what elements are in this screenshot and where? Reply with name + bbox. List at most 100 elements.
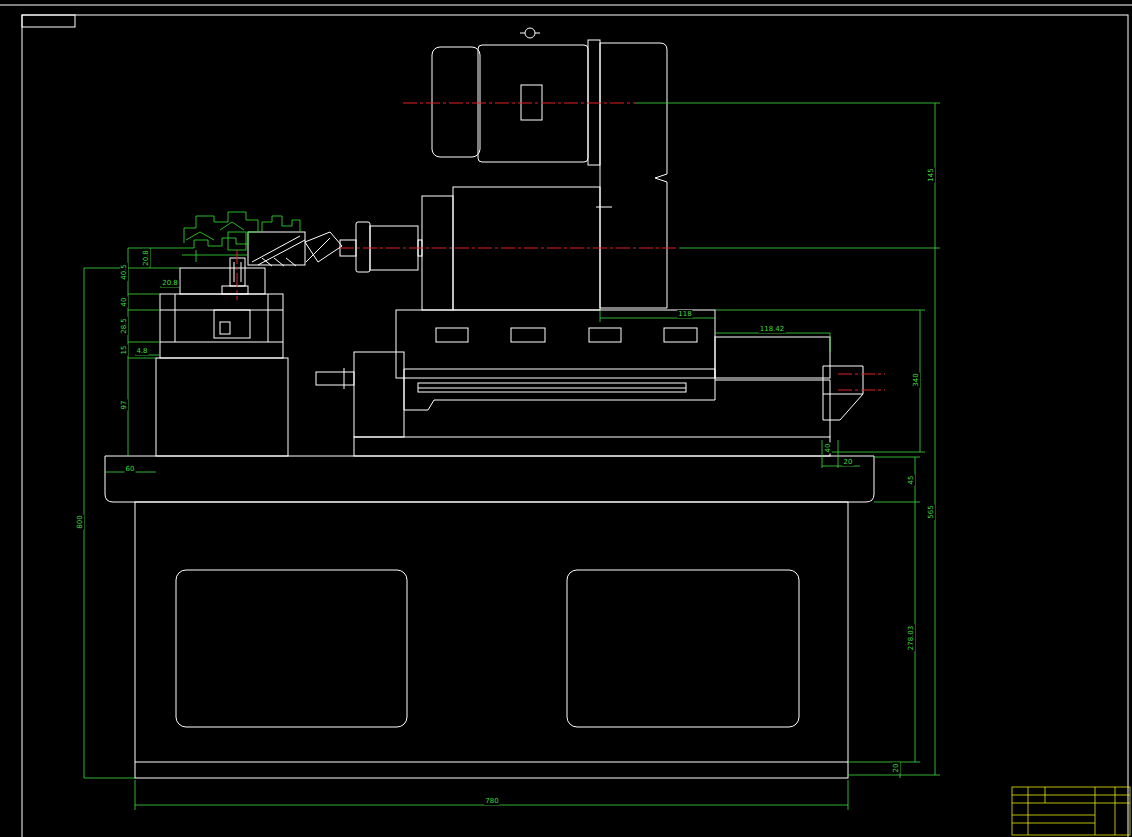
angle-head <box>262 258 272 266</box>
spindle-head <box>596 207 612 208</box>
angle-head <box>286 258 296 266</box>
machine-base <box>135 502 848 778</box>
dimension-line <box>874 457 920 458</box>
title-block <box>1095 787 1096 835</box>
angle-head <box>258 240 305 265</box>
title-block <box>1012 815 1095 816</box>
angle-head <box>248 232 305 265</box>
title-block <box>1115 787 1116 835</box>
center-line <box>340 248 680 249</box>
center-line <box>237 250 238 300</box>
dimension-line <box>822 440 823 468</box>
dimension-text: 40 <box>824 443 832 454</box>
gear-mechanism <box>184 212 258 248</box>
angle-head <box>252 236 300 262</box>
center-line <box>838 374 885 375</box>
dimension-text: 20 <box>843 458 854 466</box>
dimension-text: 278.03 <box>907 625 915 652</box>
spindle-head <box>356 222 370 272</box>
sheet-frame <box>22 15 75 27</box>
dimension-line <box>848 775 940 776</box>
dimension-text: 20.8 <box>161 279 179 287</box>
dimension-text: 20.8 <box>142 249 150 267</box>
dimension-line <box>135 780 136 810</box>
fixture-column <box>180 268 265 294</box>
gear-mechanism <box>196 250 197 262</box>
dimension-line <box>935 103 936 775</box>
center-line <box>838 390 885 391</box>
gear-mechanism <box>228 232 246 250</box>
title-block <box>1028 787 1029 835</box>
sheet-frame <box>22 15 1128 837</box>
dimension-text: 565 <box>927 504 935 519</box>
dimension-line <box>680 248 940 249</box>
spindle-head <box>535 33 540 34</box>
title-block <box>1045 787 1046 803</box>
dimension-line <box>822 466 860 467</box>
dimension-text: 340 <box>912 372 920 387</box>
machine-base <box>176 570 407 727</box>
fixture-column <box>241 262 242 282</box>
dimension-line <box>874 502 920 503</box>
spindle-head <box>422 196 453 310</box>
title-block <box>1012 787 1130 835</box>
fixture-column <box>156 258 288 456</box>
slide-bed <box>589 328 621 342</box>
slide-bed <box>354 437 830 456</box>
fixture-column <box>156 358 288 456</box>
dimension-text: 28.5 <box>120 317 128 335</box>
slide-bed <box>418 388 686 389</box>
sheet-frame <box>0 5 1132 6</box>
dimension-line <box>600 310 601 322</box>
dimension-text: 45 <box>907 475 915 486</box>
slide-bed <box>344 368 345 389</box>
machine-base <box>567 570 799 727</box>
dimension-line <box>128 310 160 311</box>
gear-mechanism <box>262 216 300 232</box>
dimension-line <box>128 342 160 343</box>
dimension-line <box>830 333 831 352</box>
dimension-line <box>715 310 925 311</box>
gear-mechanism <box>182 255 248 256</box>
dimension-text: 118.42 <box>759 325 786 333</box>
slide-bed <box>404 369 830 437</box>
slide-bed <box>436 328 468 342</box>
angle-head <box>306 238 330 262</box>
dimension-text: 800 <box>76 514 84 529</box>
title-block <box>1012 823 1095 824</box>
dimension-line <box>84 103 940 810</box>
title-block <box>1012 803 1130 804</box>
slide-bed <box>823 394 863 395</box>
dimension-text: 40 <box>120 297 128 308</box>
spindle-head <box>600 43 667 308</box>
dimension-text: 97 <box>120 400 128 411</box>
dimension-line <box>915 457 916 762</box>
angle-head <box>305 232 342 262</box>
dimension-line <box>128 248 184 249</box>
dimension-text: 4.8 <box>135 347 148 355</box>
dimension-line <box>635 103 940 104</box>
angle-head <box>248 232 342 266</box>
slide-bed <box>511 328 545 342</box>
dimension-text: 780 <box>484 797 499 805</box>
fixture-column <box>220 322 230 334</box>
center-line <box>237 103 885 390</box>
slide-bed <box>396 310 715 378</box>
spindle-head <box>525 28 535 38</box>
dimension-line <box>848 780 849 810</box>
slide-bed <box>715 337 830 378</box>
dimension-text: 60 <box>125 465 136 473</box>
fixture-column <box>214 310 250 338</box>
angle-head <box>274 258 284 266</box>
slide-bed <box>316 310 863 456</box>
dimension-line <box>830 452 925 453</box>
dimension-text: 118 <box>677 310 692 318</box>
spindle-head <box>520 33 525 34</box>
title-block <box>1012 787 1130 835</box>
machine-base <box>105 456 874 502</box>
dimension-line <box>84 778 135 779</box>
fixture-column <box>160 342 283 343</box>
dimension-line <box>128 358 156 359</box>
